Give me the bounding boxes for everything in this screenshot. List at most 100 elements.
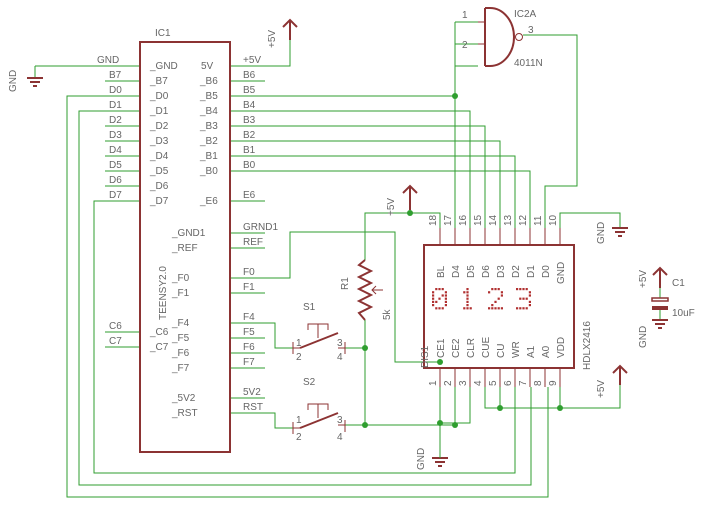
pin-number: 1: [462, 10, 468, 21]
pin-number: 2: [296, 432, 302, 443]
digit-dot: [432, 300, 435, 303]
net-label: E6: [243, 190, 256, 201]
r1-wiper-arrow: [371, 285, 383, 295]
digit-dot: [438, 297, 441, 300]
ic2-value: 4011N: [514, 58, 543, 69]
digit-dot: [497, 307, 500, 310]
ic2a-nand-gate: IC2A 4011N 1 2 3: [454, 7, 543, 69]
wire-f0: [230, 231, 440, 363]
pin-label: D0: [541, 265, 552, 278]
net-label: RST: [243, 402, 263, 413]
digit-dot: [516, 307, 519, 310]
pin-number: 3: [337, 338, 343, 349]
digit-dot: [432, 294, 435, 297]
digit-dot: [500, 291, 503, 294]
ic1-body: [139, 41, 231, 453]
dis1-body: [423, 244, 575, 369]
net-label: GRND1: [243, 222, 278, 233]
digit-dot: [466, 294, 469, 297]
svg-text:+5V: +5V: [267, 30, 278, 48]
wire-d0: [66, 95, 549, 498]
digit-dot: [438, 307, 441, 310]
pin-label: _D5: [149, 166, 169, 177]
dis1-value: HDLX2416: [582, 321, 593, 370]
digit-dot: [494, 288, 497, 291]
net-label: D2: [109, 115, 122, 126]
pin-number: 1: [296, 415, 302, 426]
pin-label: _F5: [171, 333, 190, 344]
pin-number: 3: [337, 415, 343, 426]
ic1-teensy: IC1 TEENSY2.0 _GND _B7 _D0 _D1 _D2 _D3 _…: [97, 28, 278, 453]
net-label: +5V: [243, 55, 261, 66]
pin-label: _B4: [199, 106, 218, 117]
pin-label: _GND1: [171, 228, 206, 239]
pin-number: 3: [528, 25, 534, 36]
ic2-name: IC2A: [514, 9, 537, 20]
nand-body: [484, 7, 515, 67]
digit-dot: [500, 307, 503, 310]
digit-dot: [491, 307, 494, 310]
wire-d7: [93, 200, 516, 474]
pin-label: _B0: [199, 166, 218, 177]
digit-dot: [432, 291, 435, 294]
pin-number: 17: [443, 214, 454, 226]
pin-label: BL: [436, 265, 447, 278]
net-label: B4: [243, 100, 256, 111]
net-label: C7: [109, 336, 122, 347]
nand-bubble: [515, 33, 523, 41]
net-label: B2: [243, 130, 256, 141]
s2-name: S2: [303, 377, 316, 388]
digit-dot: [519, 288, 522, 291]
net-label: B0: [243, 160, 256, 171]
digit-dot: [444, 300, 447, 303]
digit-dot: [525, 307, 528, 310]
digit-dot: [528, 300, 531, 303]
digit-dot: [528, 304, 531, 307]
net-label: B6: [243, 70, 256, 81]
net-label: D3: [109, 130, 122, 141]
pin-label: A0: [541, 345, 552, 358]
svg-text:+5V: +5V: [386, 198, 397, 216]
ic1-name: IC1: [155, 28, 171, 39]
digit-dot: [525, 288, 528, 291]
pin-label: _B2: [199, 136, 218, 147]
pin-number: 4: [337, 352, 343, 363]
r1-value: 5k: [382, 308, 393, 320]
net-label: 5V2: [243, 387, 261, 398]
pin-label: D4: [451, 265, 462, 278]
pin-number: 5: [488, 380, 499, 386]
pin-label: _GND: [149, 61, 178, 72]
digit-dot: [444, 291, 447, 294]
digit-dot: [438, 288, 441, 291]
pin-label: CE2: [451, 338, 462, 358]
pin-number: 16: [458, 214, 469, 226]
pin-label: CU: [496, 344, 507, 358]
digit-dot: [516, 288, 519, 291]
wire-5v: [230, 40, 291, 67]
digit-dot: [488, 291, 491, 294]
c1-value: 10uF: [672, 308, 695, 319]
digit-dot: [528, 294, 531, 297]
junctions: [362, 93, 563, 428]
pin-label: _D0: [149, 91, 169, 102]
power-symbols: GND +5V +5V GND +5V GND +: [8, 18, 668, 470]
digit-dot: [466, 307, 469, 310]
digit-dot: [494, 300, 497, 303]
pin-label: _D2: [149, 121, 169, 132]
pin-label: CE1: [436, 338, 447, 358]
digit-dot: [519, 297, 522, 300]
digit-dot: [466, 297, 469, 300]
digit-dot: [444, 304, 447, 307]
net-label: C6: [109, 321, 122, 332]
net-label: F1: [243, 282, 255, 293]
pin-label: D2: [511, 265, 522, 278]
pin-label: VDD: [556, 337, 567, 358]
pin-number: 11: [533, 215, 544, 226]
digit-dot: [466, 300, 469, 303]
pin-label: _F0: [171, 273, 190, 284]
digit-dot: [441, 288, 444, 291]
pin-label: D1: [526, 265, 537, 278]
digit-2: [488, 288, 503, 310]
pin-number: 2: [296, 352, 302, 363]
digit-3: [516, 288, 531, 310]
